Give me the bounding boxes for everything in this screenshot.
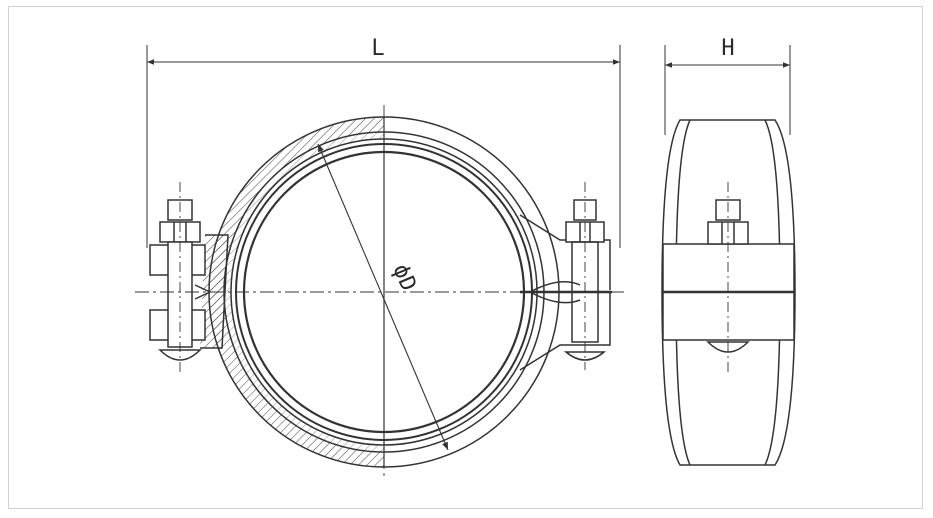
length-label: L (371, 36, 384, 61)
image-frame (8, 6, 923, 509)
height-label: H (721, 36, 734, 61)
front-view (135, 105, 625, 478)
diameter-label: ϕD (387, 261, 420, 295)
dimension-line-height (664, 45, 791, 135)
dimension-line-length (146, 45, 621, 248)
side-view (661, 119, 796, 466)
section-hatch (200, 117, 384, 467)
